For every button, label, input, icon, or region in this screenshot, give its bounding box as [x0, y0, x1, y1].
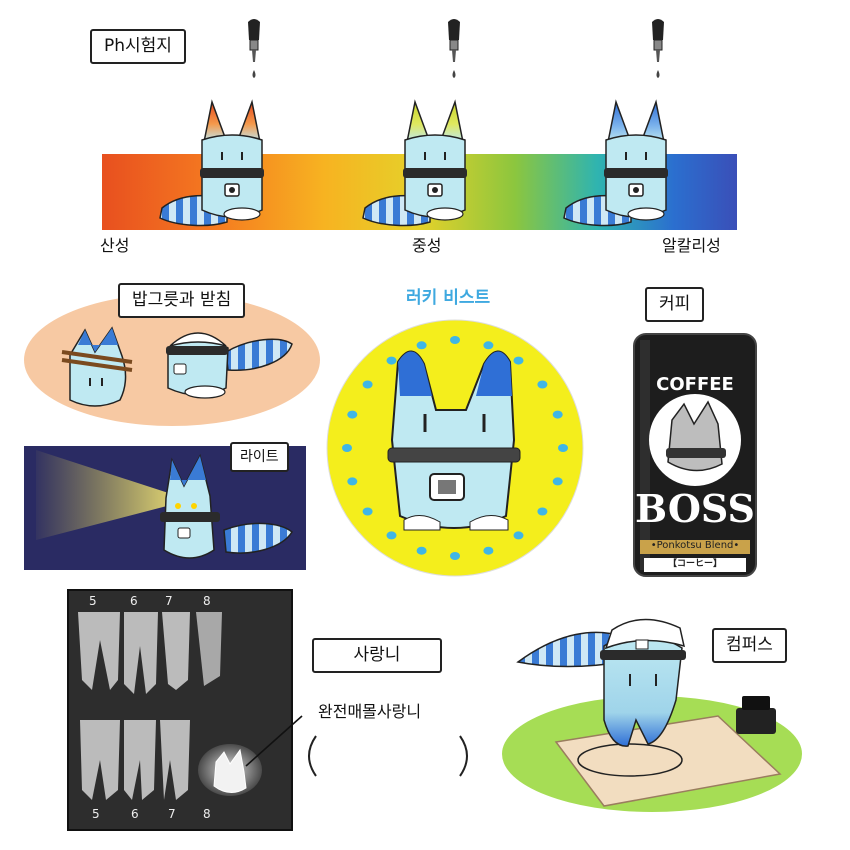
bowl-label: 밥그릇과 받침: [118, 283, 246, 318]
xray-top-number: 7: [165, 594, 173, 608]
ink-bottle: [736, 696, 776, 734]
xray-film: [67, 589, 303, 831]
lucky-beast-title: 러키 비스트: [406, 288, 491, 308]
xray-bottom-number: 6: [131, 807, 139, 821]
bowl-cat: [61, 326, 133, 407]
lucky-dot: [537, 507, 548, 516]
lucky-dot: [513, 356, 524, 365]
wisdom-tooth-label: 사랑니: [312, 638, 442, 673]
light-cat: [160, 453, 293, 559]
lucky-beast-cat: [387, 350, 521, 531]
compass-tooth-cat: [516, 618, 686, 747]
rice-bowl-cat: [166, 332, 293, 399]
lucky-dot: [483, 546, 494, 555]
xray-top-number: 6: [130, 594, 138, 608]
lucky-dot: [342, 444, 352, 452]
xray-bottom-number: 8: [203, 807, 211, 821]
lucky-dots: [342, 336, 568, 560]
lucky-dot: [362, 380, 373, 389]
dropper-icon: [448, 19, 460, 78]
compass-label: 컴퍼스: [712, 628, 787, 663]
can-blend: •Ponkotsu Blend•: [650, 540, 740, 551]
alkaline-label: 알칼리성: [662, 236, 721, 255]
lucky-dot: [483, 341, 494, 350]
lucky-dot: [347, 410, 358, 419]
xray-bottom-number: 5: [92, 807, 100, 821]
ph-paper-label: Ph시험지: [90, 29, 186, 64]
wisdom-tooth-note: 완전매몰사랑니: [318, 702, 422, 721]
light-label: 라이트: [230, 442, 289, 472]
lucky-dot: [513, 531, 524, 540]
coffee-can: [633, 333, 757, 577]
flashlight-beam: [36, 450, 190, 540]
lucky-dot: [537, 380, 548, 389]
lucky-dot: [558, 444, 568, 452]
lucky-dot: [416, 341, 427, 350]
lucky-dot: [552, 477, 563, 486]
bracket-right: [459, 735, 468, 777]
acid-label: 산성: [100, 236, 130, 255]
coffee-label: 커피: [645, 287, 705, 322]
xray-bottom-number: 7: [168, 807, 176, 821]
can-jp: 【コーヒー】: [667, 559, 722, 569]
lucky-dot: [552, 410, 563, 419]
lucky-dot: [416, 546, 427, 555]
lucky-dot: [450, 336, 460, 344]
lucky-dot: [450, 552, 460, 560]
lucky-dot: [386, 531, 397, 540]
neutral-label: 중성: [412, 236, 442, 255]
dropper-icon: [652, 19, 664, 78]
lucky-dot: [362, 507, 373, 516]
can-brand-top: COFFEE: [656, 374, 734, 395]
dropper-icon: [248, 19, 260, 78]
xray-top-number: 8: [203, 594, 211, 608]
can-brand-main: BOSS: [635, 486, 755, 531]
xray-top-number: 5: [89, 594, 97, 608]
lucky-dot: [386, 356, 397, 365]
bracket-left: [308, 735, 317, 777]
lucky-dot: [347, 477, 358, 486]
